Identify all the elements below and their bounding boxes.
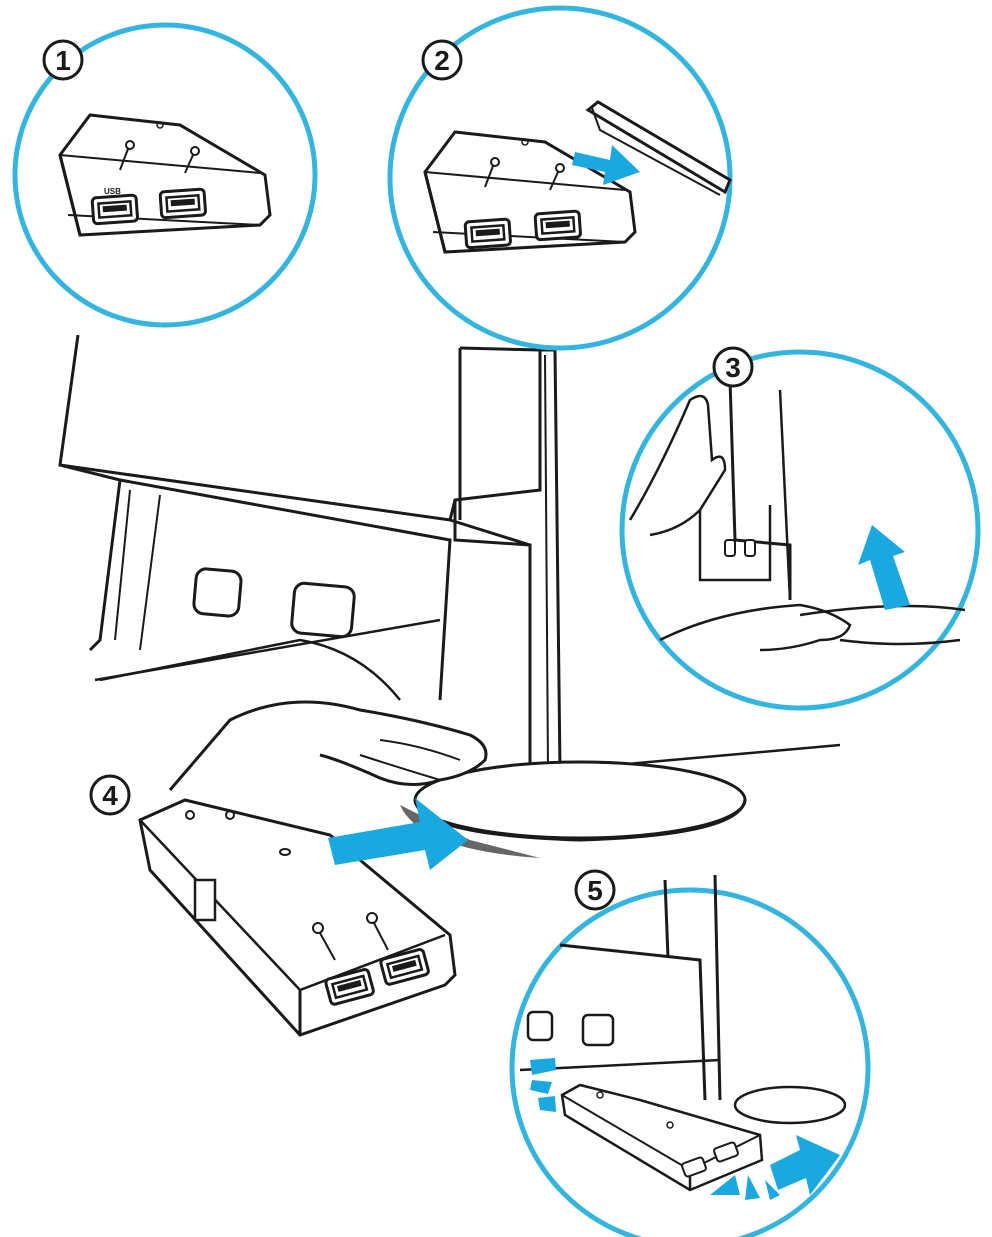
step-5-detail xyxy=(509,874,871,1237)
push-arrow-icon xyxy=(770,1135,840,1195)
svg-text:2: 2 xyxy=(434,45,450,76)
step-1-detail: USB xyxy=(12,22,318,328)
svg-text:4: 4 xyxy=(102,780,118,811)
step-3-detail xyxy=(619,349,981,711)
step-badge-5: 5 xyxy=(574,869,616,911)
svg-text:3: 3 xyxy=(725,352,741,383)
svg-text:5: 5 xyxy=(587,875,603,906)
svg-text:1: 1 xyxy=(55,45,71,76)
cover-arrow-icon xyxy=(572,145,640,185)
usb-hub-large xyxy=(138,798,457,1037)
lift-up-arrow-icon xyxy=(858,525,910,610)
usb-port-label: USB xyxy=(104,187,121,196)
snap-burst-right-icon xyxy=(710,1175,780,1200)
step-badge-3: 3 xyxy=(712,346,754,388)
snap-burst-left-icon xyxy=(530,1058,556,1112)
step-badge-1: 1 xyxy=(42,39,84,81)
step-badge-2: 2 xyxy=(421,39,463,81)
slide-in-arrow-icon xyxy=(328,798,468,870)
step-2-detail xyxy=(387,5,733,351)
step-badge-4: 4 xyxy=(89,774,131,816)
